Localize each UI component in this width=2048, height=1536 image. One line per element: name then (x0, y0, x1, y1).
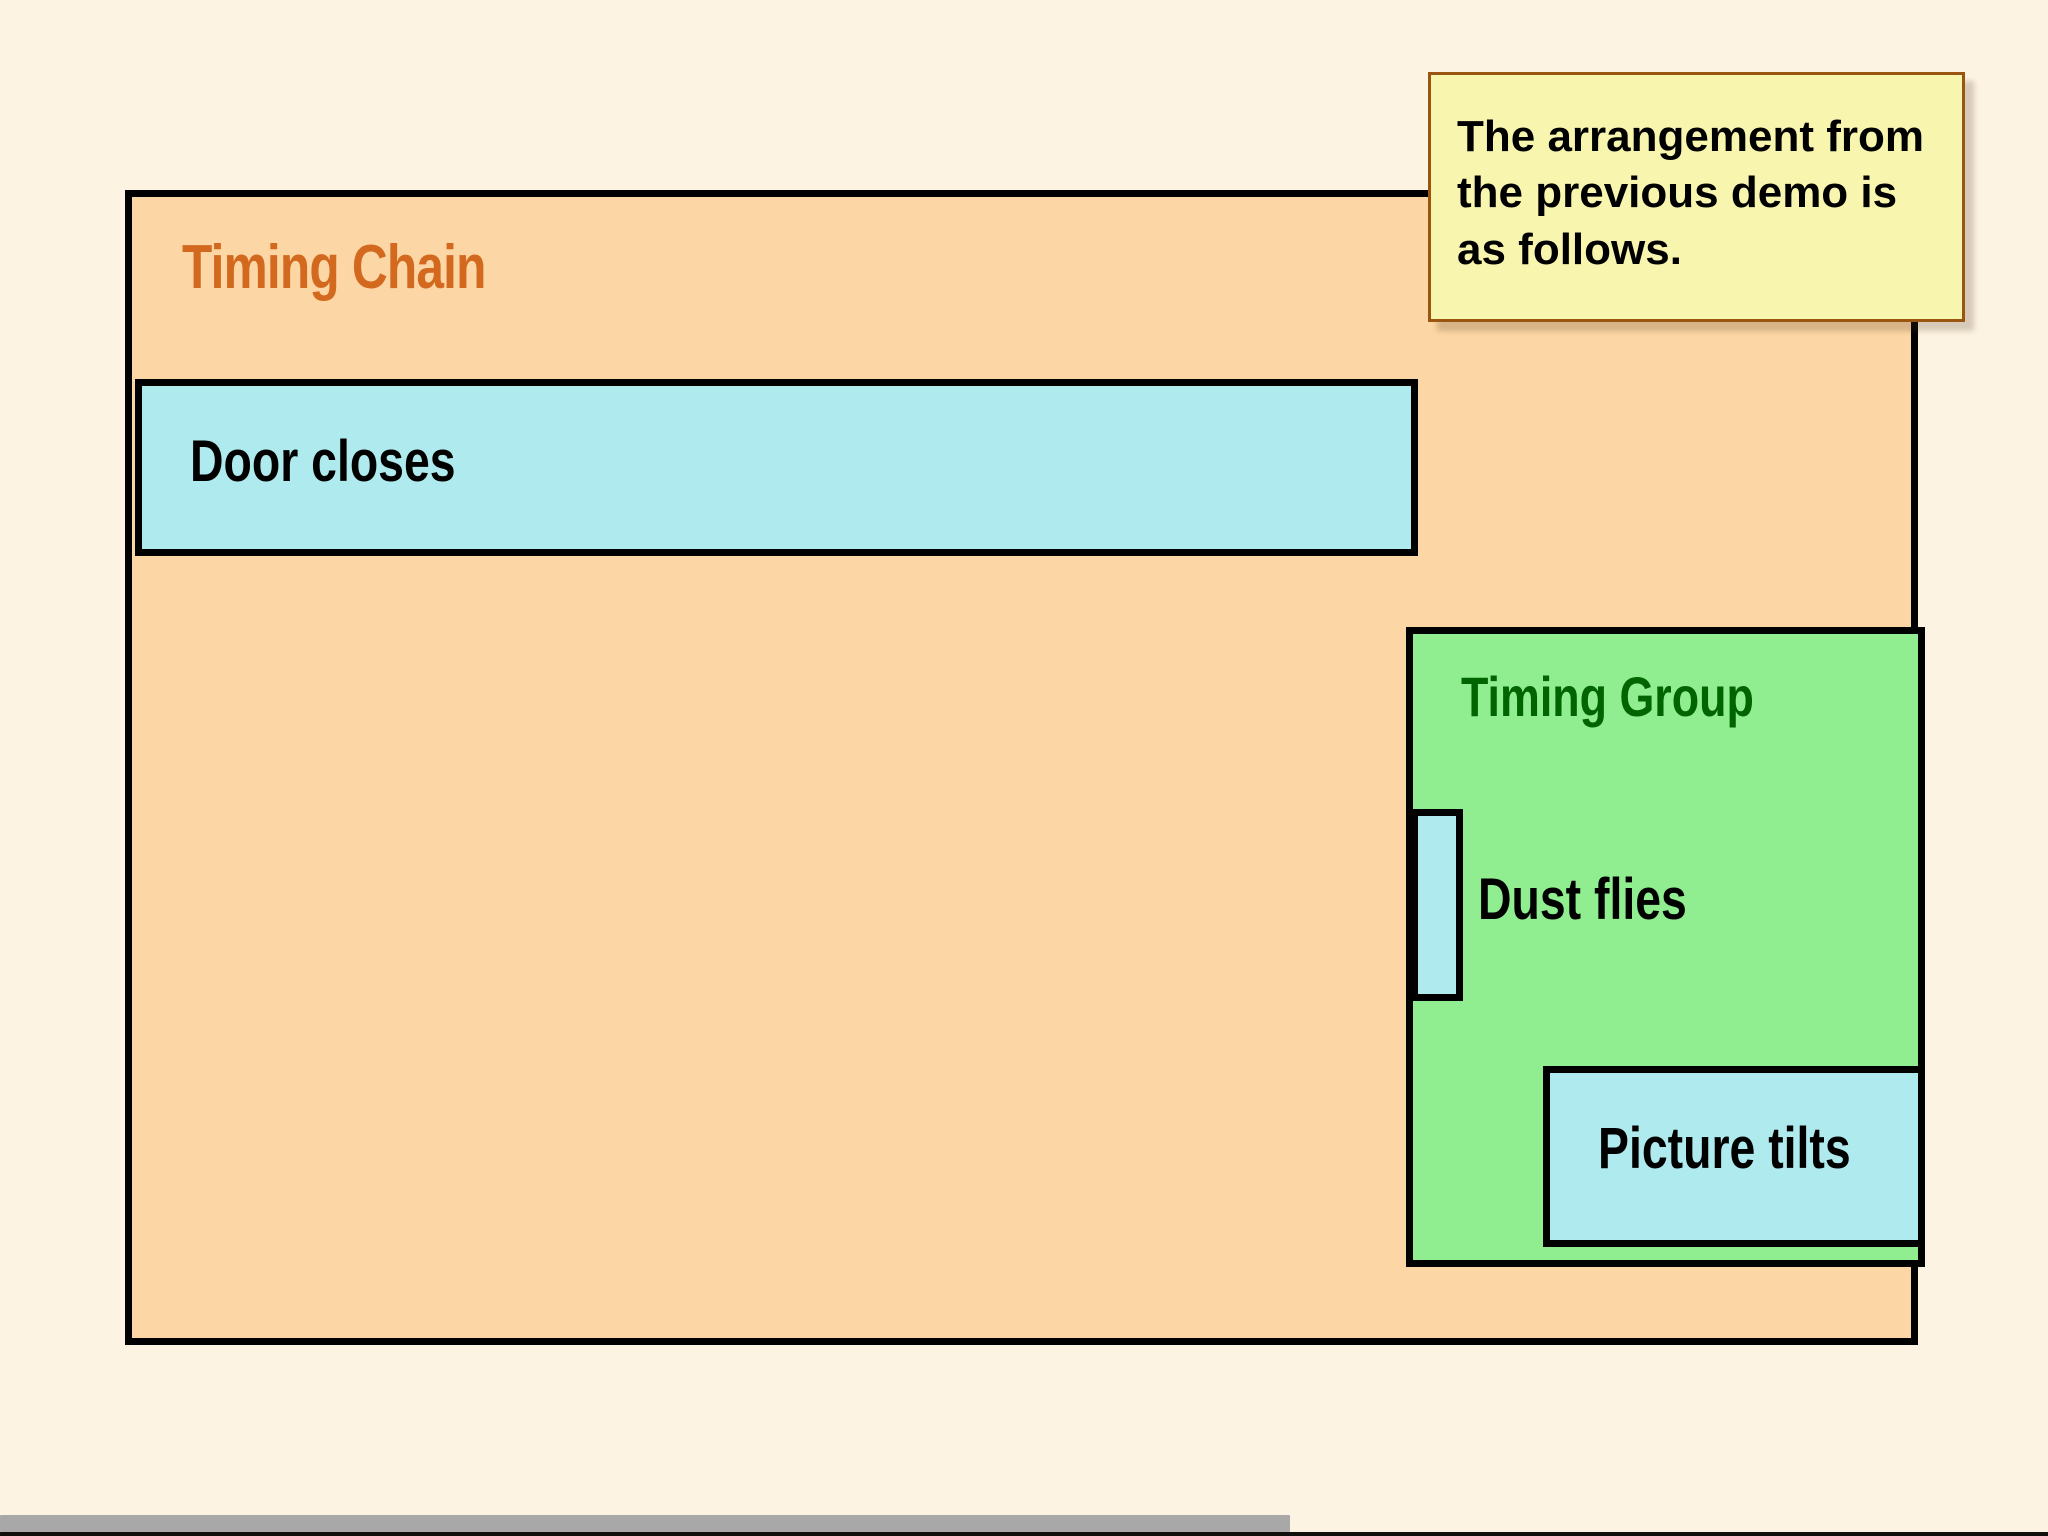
dust-flies-label: Dust flies (1478, 867, 1687, 932)
note-callout[interactable]: The arrangement from the previous demo i… (1428, 72, 1965, 322)
timing-chain-title: Timing Chain (182, 233, 486, 302)
window-bottom-edge (0, 1532, 2048, 1536)
timing-chain-block[interactable]: Timing Chain Door closes Timing Group Du… (125, 190, 1925, 1345)
timing-group-block[interactable]: Timing Group Dust flies Picture tilts (1406, 627, 1925, 1267)
timing-group-title: Timing Group (1461, 665, 1754, 728)
picture-tilts-label: Picture tilts (1598, 1116, 1851, 1181)
door-closes-block[interactable]: Door closes (135, 379, 1418, 556)
note-callout-text: The arrangement from the previous demo i… (1457, 112, 1937, 274)
horizontal-scrollbar-track[interactable] (0, 1515, 2048, 1536)
door-closes-label: Door closes (190, 429, 456, 494)
dust-flies-bar[interactable] (1411, 809, 1463, 1001)
picture-tilts-block[interactable]: Picture tilts (1543, 1066, 1925, 1247)
horizontal-scrollbar-thumb[interactable] (0, 1515, 1291, 1532)
